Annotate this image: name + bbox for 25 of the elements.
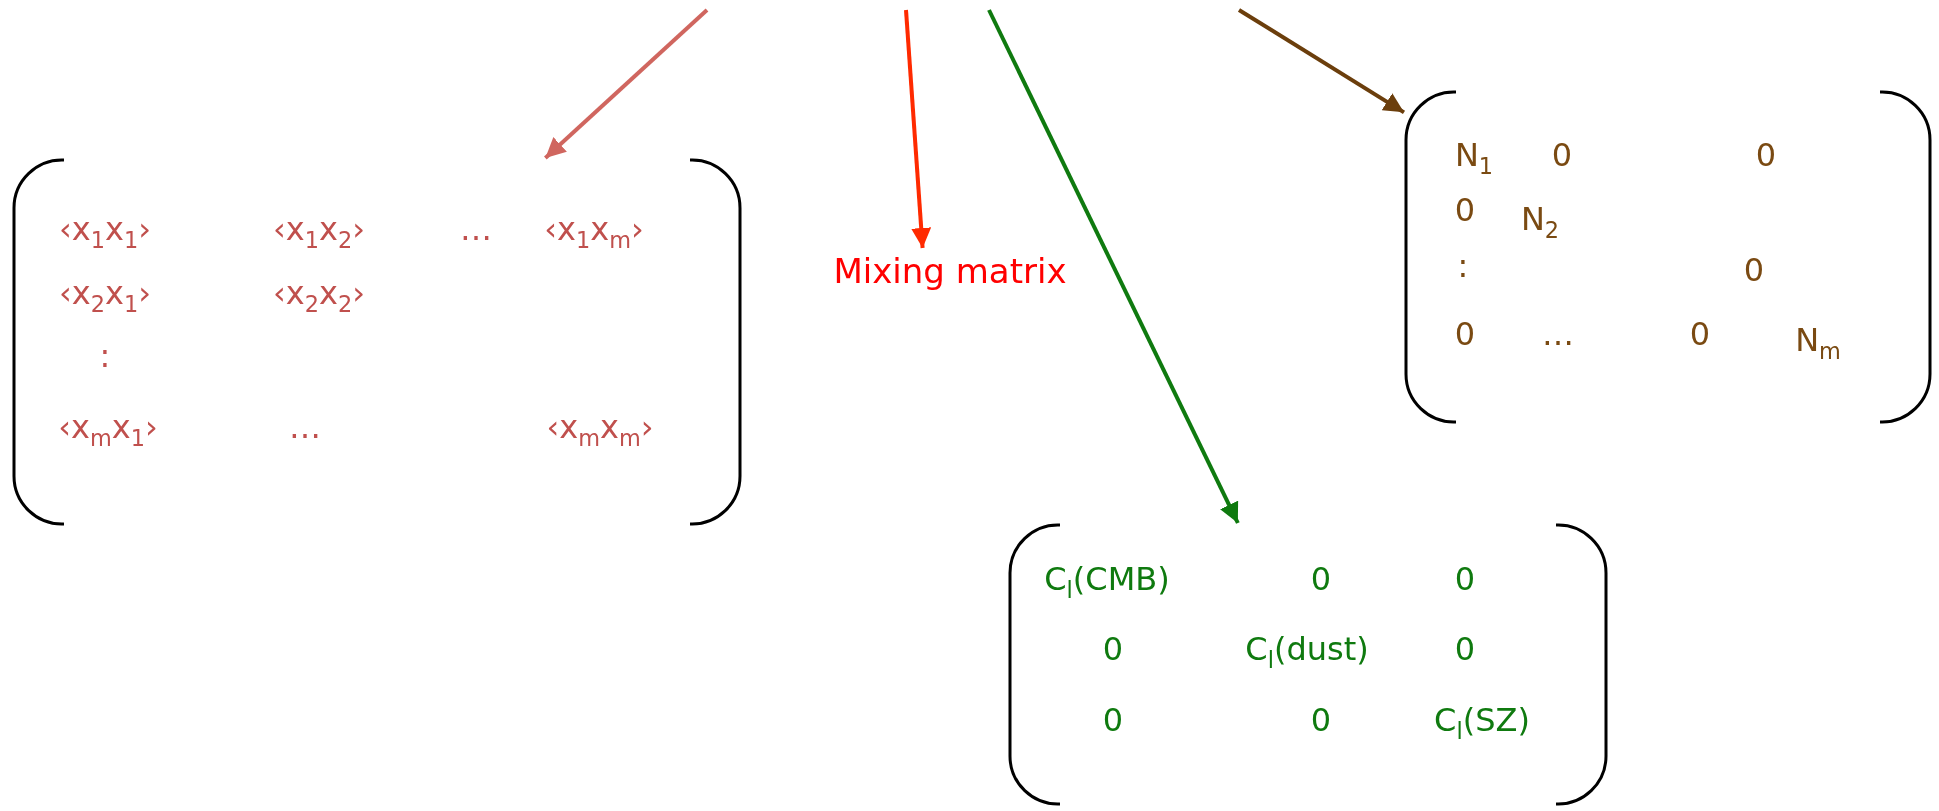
matrix [12,158,742,526]
arrow [987,9,1240,524]
matrix-entry: 0 [1454,563,1476,595]
matrix-entry: 0 [1743,254,1765,286]
matrix-entry: … [1542,318,1574,350]
matrix-entry: : [99,340,111,372]
matrix-label: Mixing matrix [800,248,1100,294]
matrix-entry: : [1457,250,1469,282]
matrix-entry: 0 [1102,704,1124,736]
matrix-entry: 0 [1689,318,1711,350]
matrix-entry: 0 [1755,139,1777,171]
arrow [1237,8,1406,115]
matrix-entry: … [289,411,321,443]
matrix-entry: … [460,213,492,245]
matrix-entry: 0 [1310,563,1332,595]
matrix-entry: 0 [1454,318,1476,350]
matrix-entry: 0 [1454,194,1476,226]
matrix-entry: 0 [1551,139,1573,171]
matrix-entry: 0 [1454,633,1476,665]
matrix-entry: 0 [1310,704,1332,736]
matrix-entry: 0 [1102,633,1124,665]
arrow [544,8,709,160]
matrix [1008,523,1608,806]
arrow [904,9,932,249]
matrix [1404,90,1932,424]
